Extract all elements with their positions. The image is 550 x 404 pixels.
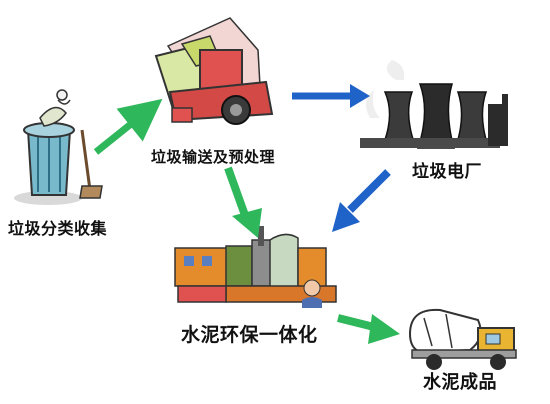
- garbage-truck-icon: [154, 17, 274, 125]
- label-cement-integration: 水泥环保一体化: [181, 324, 318, 346]
- cooling-towers-icon: [360, 60, 508, 149]
- label-cement-product: 水泥成品: [423, 372, 497, 393]
- trash-bin-icon: [14, 89, 103, 205]
- label-power-plant: 垃圾电厂: [412, 162, 482, 182]
- cement-factory-icon: [174, 226, 337, 308]
- arrow-sorting-to-transport: [93, 98, 163, 155]
- cement-mixer-truck-icon: [408, 308, 517, 370]
- arrow-powerplant-to-cement: [347, 169, 391, 213]
- label-transport-pretreatment: 垃圾输送及预处理: [151, 148, 276, 166]
- label-sorting-collection: 垃圾分类收集: [8, 219, 108, 238]
- arrow-transport-to-cement: [224, 166, 250, 220]
